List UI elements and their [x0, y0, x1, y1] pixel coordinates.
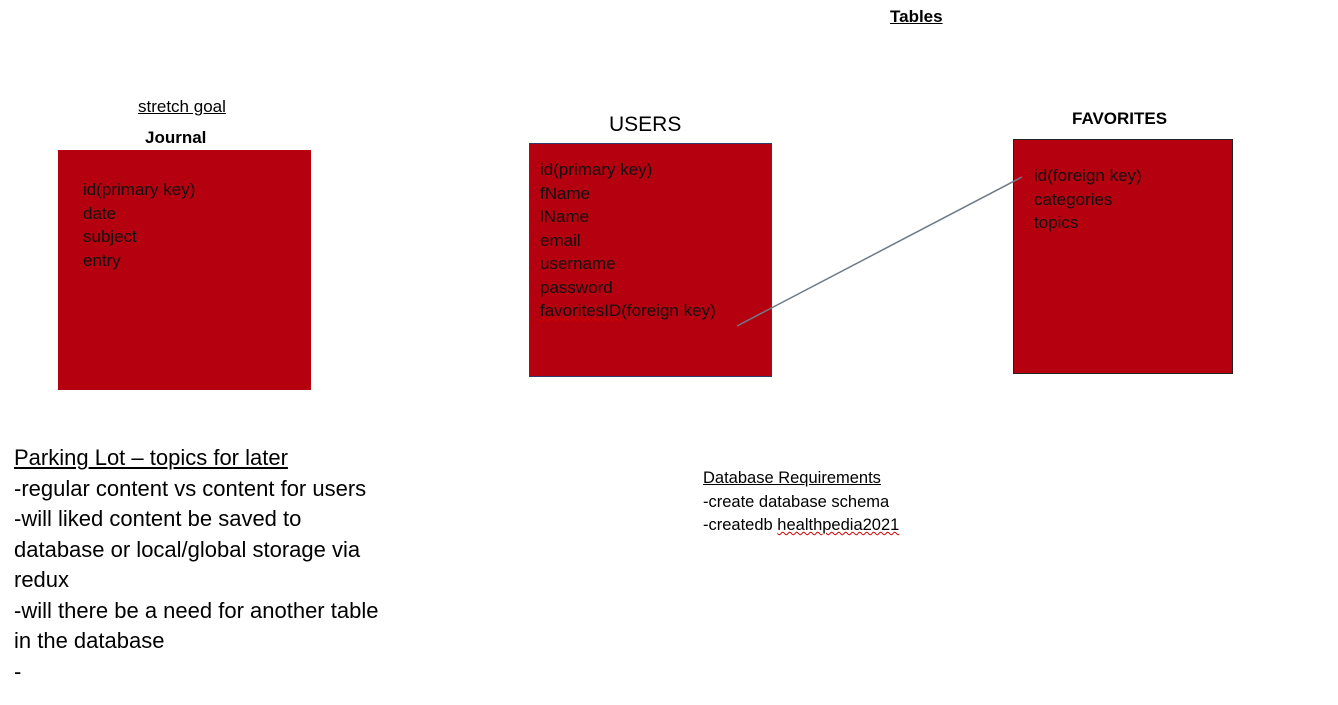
users-field: password	[540, 277, 613, 297]
favorites-table-box[interactable]	[1013, 139, 1233, 374]
journal-field: date	[83, 203, 117, 223]
favorites-field: categories	[1034, 189, 1113, 209]
favorites-table-title: FAVORITES	[1072, 109, 1168, 128]
journal-table-box[interactable]	[58, 150, 311, 390]
favorites-field: id(foreign key)	[1034, 166, 1142, 185]
users-field-list: id(primary key) fName lName email userna…	[540, 158, 716, 323]
database-requirements: Database Requirements -create database s…	[703, 467, 899, 538]
db-createdb-prefix: -createdb	[703, 516, 778, 534]
journal-field-list: id(primary key) date subject entry	[83, 178, 195, 272]
parking-lot-line: in the database	[14, 628, 165, 653]
users-table-box[interactable]	[529, 143, 772, 377]
users-table-title: USERS	[609, 113, 682, 136]
users-fk-field-name: favoritesID	[540, 301, 622, 320]
parking-lot-line: -	[14, 658, 22, 684]
users-field: email	[540, 230, 581, 250]
page-title: Tables	[890, 7, 943, 26]
journal-field: subject	[83, 227, 137, 246]
parking-lot-line: -regular content vs content for users	[14, 475, 367, 501]
users-favorites-link	[736, 176, 1023, 327]
parking-lot-line: redux	[14, 567, 70, 592]
journal-table-title: Journal	[145, 128, 207, 147]
parking-lot-notes: Parking Lot – topics for later -regular …	[14, 443, 378, 687]
users-field: fName	[540, 183, 591, 203]
users-field: id(primary key)	[540, 160, 653, 179]
favorites-field-list: id(foreign key) categories topics	[1034, 164, 1142, 235]
users-fk-field-suffix: (foreign key)	[621, 301, 716, 320]
parking-lot-line: -will liked content be saved to	[14, 506, 302, 531]
users-field: username	[540, 254, 616, 273]
parking-lot-line: database or local/global storage via	[14, 536, 361, 562]
parking-lot-heading: Parking Lot – topics for later	[14, 445, 288, 470]
parking-lot-line: -will there be a need for another table	[14, 597, 379, 623]
db-requirement-line: -create database schema	[703, 492, 890, 511]
db-requirements-heading: Database Requirements	[703, 469, 881, 487]
stretch-goal-note: stretch goal	[138, 97, 226, 116]
journal-field: id(primary key)	[83, 180, 196, 199]
journal-field: entry	[83, 250, 121, 270]
users-field: lName	[540, 207, 590, 226]
users-fk-field: favoritesID(foreign key)	[540, 299, 716, 323]
favorites-field: topics	[1034, 213, 1079, 232]
db-requirement-line: -createdb healthpedia2021	[703, 514, 899, 538]
db-name: healthpedia2021	[777, 516, 900, 534]
